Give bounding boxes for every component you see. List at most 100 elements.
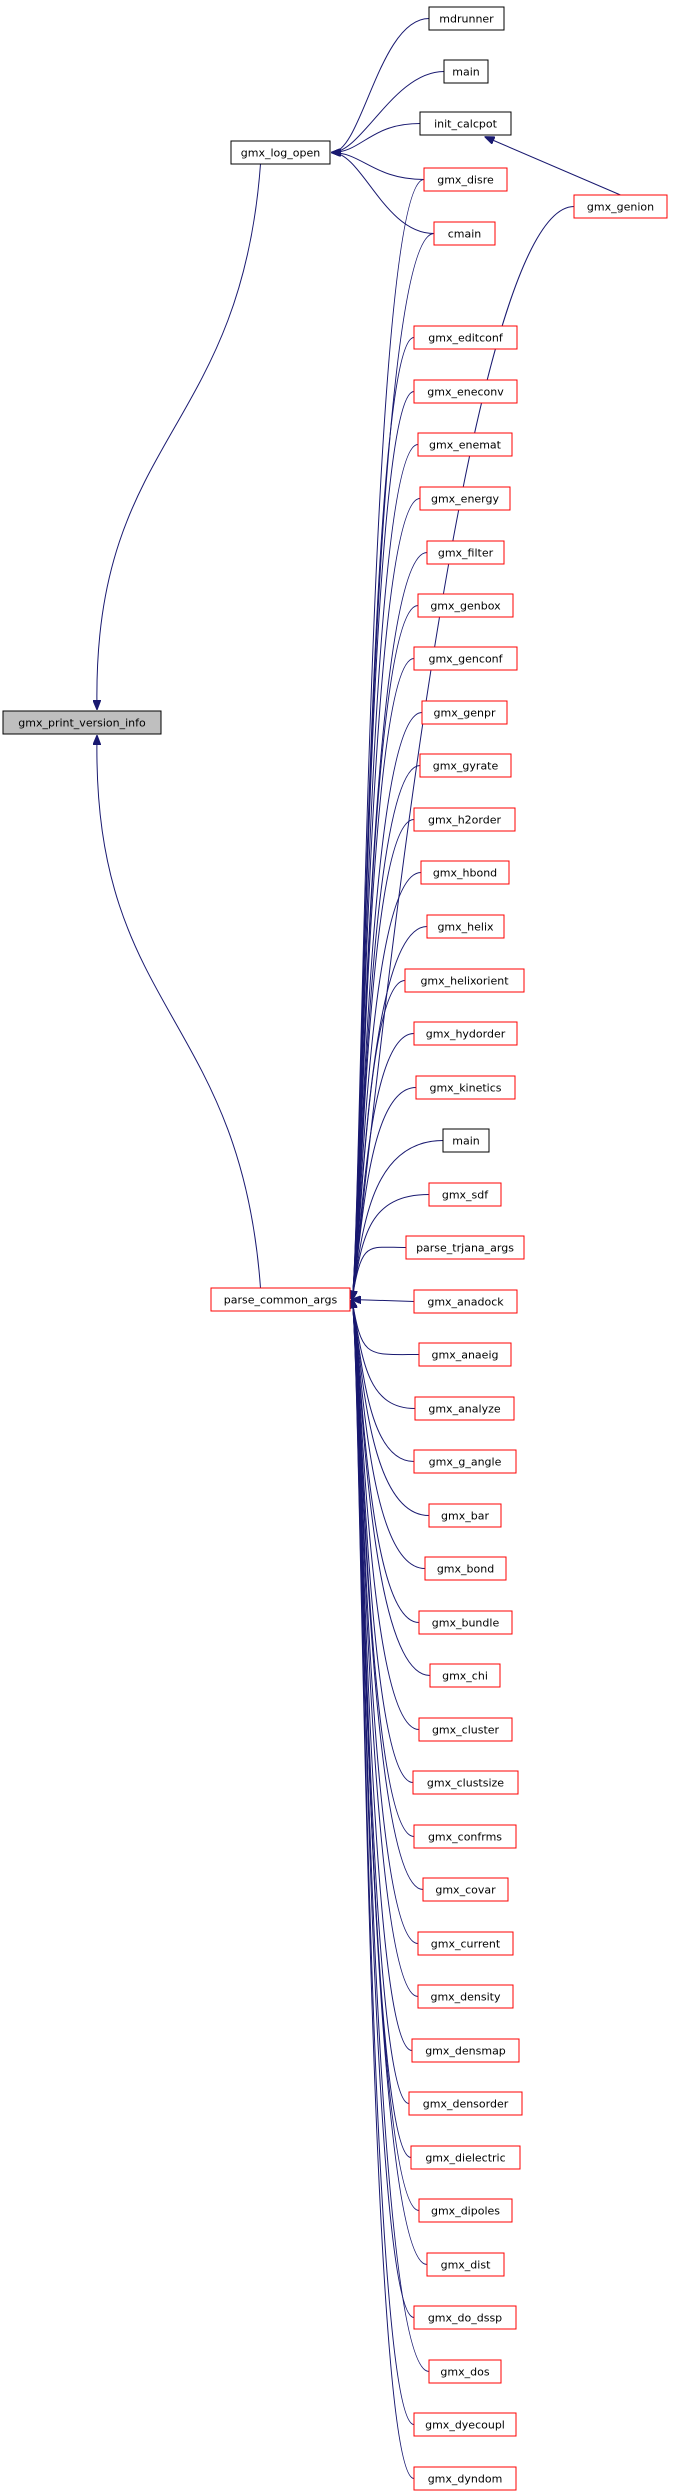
- node-label: gmx_log_open: [241, 147, 320, 160]
- node-gmx-enemat[interactable]: gmx_enemat: [417, 432, 513, 457]
- node-gmx-analyze[interactable]: gmx_analyze: [414, 1396, 515, 1421]
- node-box: [413, 807, 516, 832]
- node-gmx-bundle[interactable]: gmx_bundle: [418, 1610, 513, 1635]
- node-gmx-clustsize[interactable]: gmx_clustsize: [412, 1770, 519, 1795]
- node-gmx-current[interactable]: gmx_current: [417, 1931, 514, 1956]
- node-gmx-confrms[interactable]: gmx_confrms: [413, 1824, 517, 1849]
- node-gmx-do-dssp[interactable]: gmx_do_dssp: [413, 2305, 517, 2330]
- node-box: [442, 1128, 490, 1153]
- node-label: gmx_dyecoupl: [425, 2419, 505, 2432]
- node-gmx-densmap[interactable]: gmx_densmap: [411, 2038, 520, 2063]
- node-box: [419, 753, 512, 778]
- node-box: [413, 1289, 518, 1314]
- node-gmx-dos[interactable]: gmx_dos: [428, 2359, 502, 2384]
- node-box: [428, 2359, 502, 2384]
- node-gmx-dist[interactable]: gmx_dist: [426, 2252, 505, 2277]
- node-gmx-kinetics[interactable]: gmx_kinetics: [415, 1075, 516, 1100]
- node-mdrunner[interactable]: mdrunner: [428, 6, 505, 31]
- node-box: [428, 6, 505, 31]
- node-box: [412, 1770, 519, 1795]
- node-init-calcpot[interactable]: init_calcpot: [419, 111, 512, 136]
- node-label: gmx_h2order: [428, 814, 501, 827]
- node-box: [428, 1182, 502, 1207]
- node-label: parse_common_args: [224, 1294, 338, 1307]
- node-box: [429, 1663, 501, 1688]
- node-gmx-hydorder[interactable]: gmx_hydorder: [413, 1021, 518, 1046]
- node-gmx-genconf[interactable]: gmx_genconf: [413, 646, 518, 671]
- node-gmx-cluster[interactable]: gmx_cluster: [418, 1717, 513, 1742]
- node-gmx-g-angle[interactable]: gmx_g_angle: [413, 1449, 517, 1474]
- node-label: gmx_dipoles: [431, 2205, 500, 2218]
- node-gmx-dyndom[interactable]: gmx_dyndom: [413, 2466, 517, 2491]
- node-label: gmx_disre: [437, 174, 494, 187]
- node-label: gmx_dyndom: [428, 2473, 503, 2486]
- node-box: [426, 914, 505, 939]
- node-gmx-sdf[interactable]: gmx_sdf: [428, 1182, 502, 1207]
- node-gmx-helix[interactable]: gmx_helix: [426, 914, 505, 939]
- node-gmx-filter[interactable]: gmx_filter: [426, 540, 505, 565]
- node-box: [404, 968, 525, 993]
- node-gmx-energy[interactable]: gmx_energy: [419, 486, 511, 511]
- node-gmx-helixorient[interactable]: gmx_helixorient: [404, 968, 525, 993]
- node-gmx-genpr[interactable]: gmx_genpr: [421, 700, 508, 725]
- node-gmx-bar[interactable]: gmx_bar: [428, 1503, 502, 1528]
- node-box: [410, 2145, 521, 2170]
- node-label: gmx_kinetics: [429, 1082, 501, 1095]
- edge-main_a-to-gmx_log_open: [332, 71, 445, 153]
- node-gmx-print-version-info[interactable]: gmx_print_version_info: [2, 710, 162, 735]
- node-label: cmain: [448, 228, 482, 241]
- node-label: gmx_densorder: [423, 2098, 509, 2111]
- node-box: [418, 2198, 513, 2223]
- node-label: init_calcpot: [434, 118, 498, 131]
- edge-parse_trjana_args-to-parse_common_args: [352, 1246, 407, 1299]
- node-gmx-densorder[interactable]: gmx_densorder: [408, 2091, 523, 2116]
- node-gmx-dielectric[interactable]: gmx_dielectric: [410, 2145, 521, 2170]
- node-label: gmx_dos: [440, 2366, 489, 2379]
- node-gmx-density[interactable]: gmx_density: [417, 1984, 514, 2009]
- node-label: gmx_energy: [431, 493, 500, 506]
- node-label: gmx_helix: [437, 921, 494, 934]
- node-gmx-h2order[interactable]: gmx_h2order: [413, 807, 516, 832]
- node-gmx-log-open[interactable]: gmx_log_open: [230, 140, 331, 165]
- node-gmx-dipoles[interactable]: gmx_dipoles: [418, 2198, 513, 2223]
- node-main-b[interactable]: main: [442, 1128, 490, 1153]
- node-gmx-disre[interactable]: gmx_disre: [423, 167, 508, 192]
- node-parse-trjana-args[interactable]: parse_trjana_args: [405, 1235, 525, 1260]
- node-gmx-anadock[interactable]: gmx_anadock: [413, 1289, 518, 1314]
- node-main-a[interactable]: main: [443, 59, 489, 84]
- node-label: gmx_covar: [435, 1884, 496, 1897]
- node-gmx-covar[interactable]: gmx_covar: [422, 1877, 509, 1902]
- node-cmain[interactable]: cmain: [433, 221, 496, 246]
- node-gmx-genion[interactable]: gmx_genion: [573, 194, 668, 219]
- node-box: [210, 1287, 351, 1312]
- node-gmx-eneconv[interactable]: gmx_eneconv: [413, 379, 518, 404]
- edge-gmx_genion-to-init_calcpot: [486, 137, 621, 196]
- node-label: mdrunner: [439, 13, 494, 26]
- node-parse-common-args[interactable]: parse_common_args: [210, 1287, 351, 1312]
- node-box: [426, 540, 505, 565]
- node-label: gmx_clustsize: [427, 1777, 504, 1790]
- node-gmx-gyrate[interactable]: gmx_gyrate: [419, 753, 512, 778]
- node-box: [428, 1503, 502, 1528]
- node-label: gmx_confrms: [428, 1831, 502, 1844]
- node-label: gmx_sdf: [442, 1189, 489, 1202]
- node-box: [413, 1449, 517, 1474]
- node-gmx-bond[interactable]: gmx_bond: [424, 1556, 507, 1581]
- node-gmx-anaeig[interactable]: gmx_anaeig: [418, 1342, 512, 1367]
- node-box: [573, 194, 668, 219]
- node-gmx-chi[interactable]: gmx_chi: [429, 1663, 501, 1688]
- node-label: parse_trjana_args: [416, 1242, 514, 1255]
- node-gmx-genbox[interactable]: gmx_genbox: [417, 593, 514, 618]
- node-box: [417, 432, 513, 457]
- node-label: gmx_genconf: [428, 653, 503, 666]
- node-box: [413, 1824, 517, 1849]
- node-label: gmx_dist: [441, 2259, 491, 2272]
- node-gmx-dyecoupl[interactable]: gmx_dyecoupl: [413, 2412, 517, 2437]
- node-gmx-hbond[interactable]: gmx_hbond: [420, 860, 510, 885]
- node-box: [415, 1075, 516, 1100]
- node-gmx-editconf[interactable]: gmx_editconf: [413, 325, 518, 350]
- node-label: gmx_hydorder: [426, 1028, 506, 1041]
- node-label: gmx_analyze: [428, 1403, 501, 1416]
- node-label: gmx_do_dssp: [428, 2312, 502, 2325]
